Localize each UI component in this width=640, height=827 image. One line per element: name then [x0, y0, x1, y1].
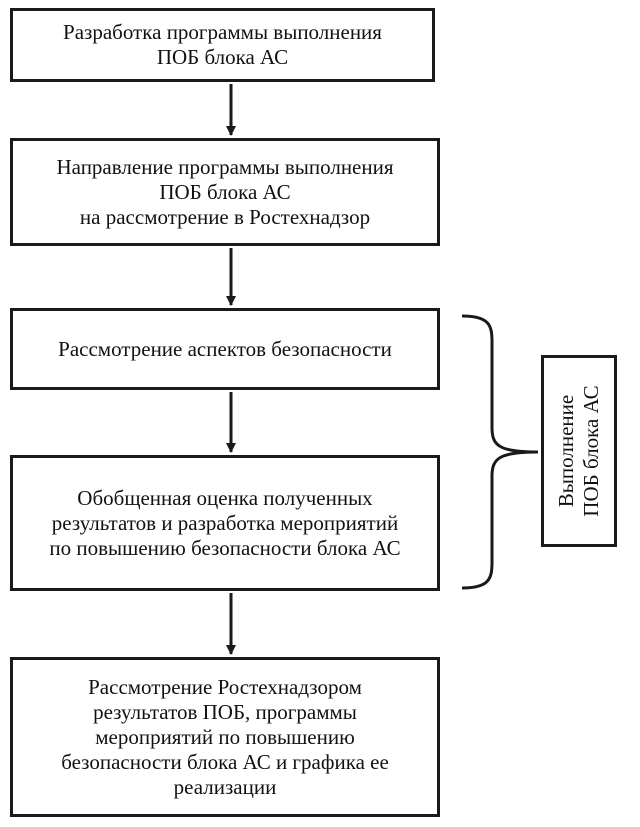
step-overall-assessment-text: Обобщенная оценка полученных результатов… — [49, 485, 401, 560]
step-rostekhnadzor-review: Рассмотрение Ростехнадзором результатов … — [10, 657, 440, 817]
step-send-to-rostekhnadzor: Направление программы выполнения ПОБ бло… — [10, 138, 440, 246]
group-label-text: Выполнение ПОБ блока АС — [554, 385, 603, 517]
step-review-safety-aspects: Рассмотрение аспектов безопасности — [10, 308, 440, 390]
grouping-brace — [461, 314, 539, 590]
step-review-safety-aspects-text: Рассмотрение аспектов безопасности — [58, 336, 392, 361]
step-send-to-rostekhnadzor-text: Направление программы выполнения ПОБ бло… — [56, 154, 394, 229]
step-rostekhnadzor-review-text: Рассмотрение Ростехнадзором результатов … — [61, 674, 389, 799]
group-label-box: Выполнение ПОБ блока АС — [541, 355, 617, 547]
step-develop-program-text: Разработка программы выполнения ПОБ блок… — [63, 20, 382, 69]
step-overall-assessment: Обобщенная оценка полученных результатов… — [10, 455, 440, 591]
step-develop-program: Разработка программы выполнения ПОБ блок… — [10, 8, 435, 82]
